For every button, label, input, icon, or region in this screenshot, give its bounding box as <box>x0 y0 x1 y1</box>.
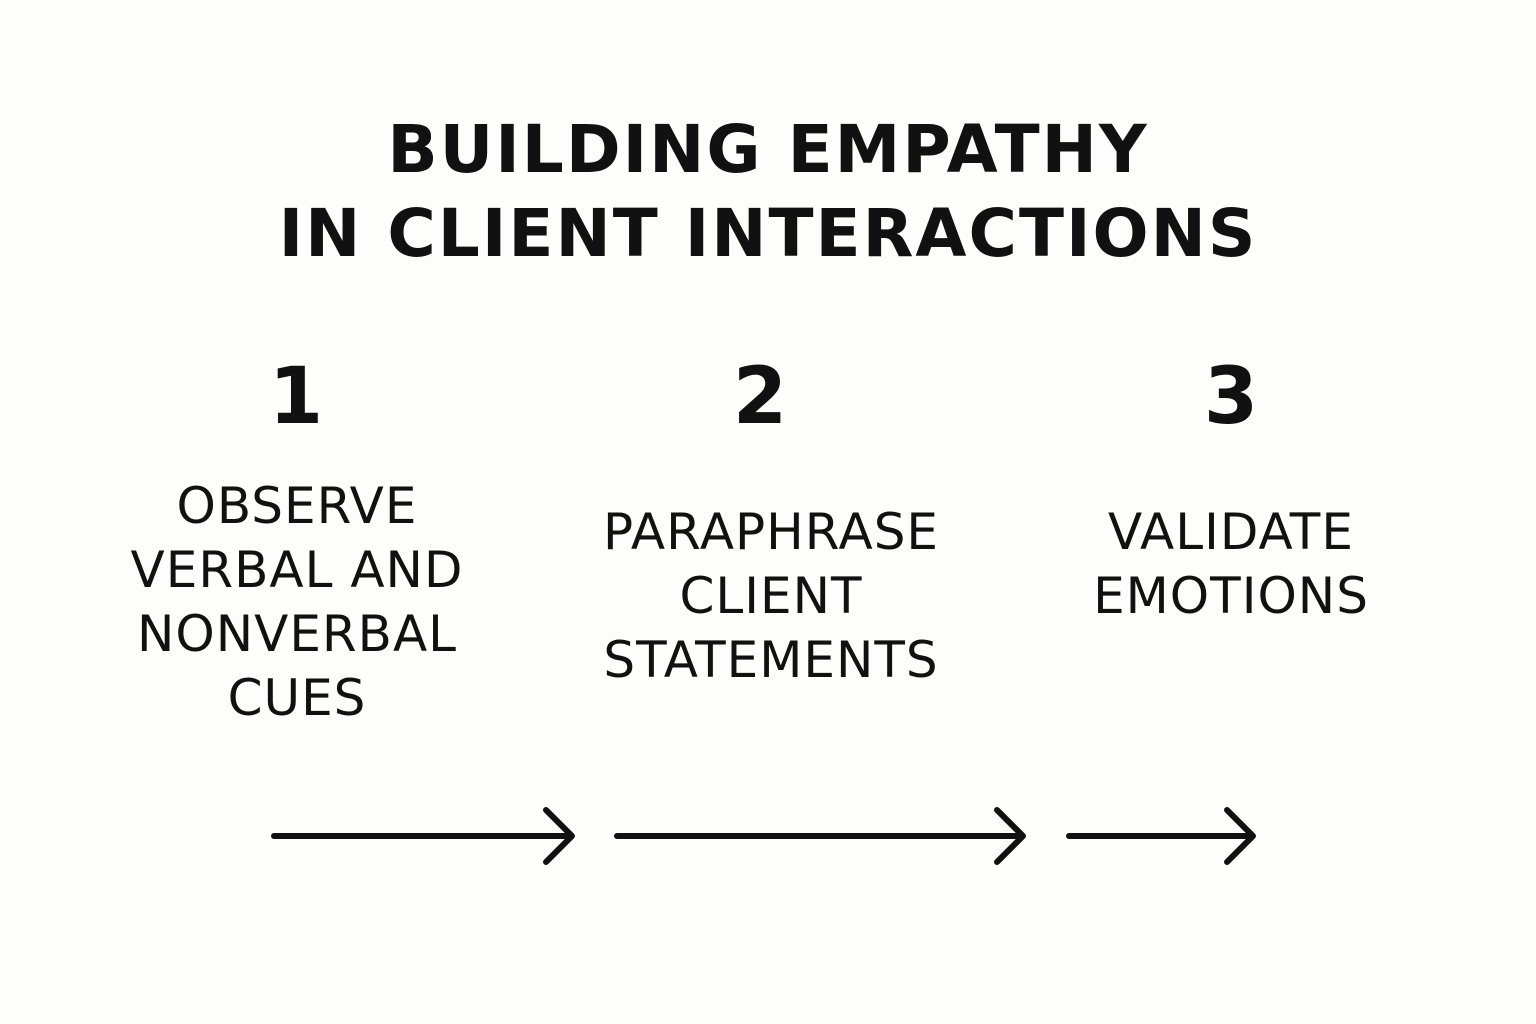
step-3-label: VALIDATE EMOTIONS <box>1021 500 1441 628</box>
step-3-label-line: VALIDATE <box>1108 503 1354 561</box>
step-1-number: 1 <box>268 352 324 442</box>
step-2-label-line: PARAPHRASE <box>602 503 940 561</box>
arrow-1 <box>271 807 575 865</box>
title-line-1: BUILDING EMPATHY <box>387 111 1149 188</box>
step-2-label-line: STATEMENTS <box>603 631 939 689</box>
step-3-label-line: EMOTIONS <box>1093 567 1369 625</box>
step-3-number: 3 <box>1203 352 1259 442</box>
title-line-2: IN CLIENT INTERACTIONS <box>278 195 1258 272</box>
arrow-2 <box>614 807 1026 865</box>
step-1-label-line: CUES <box>227 669 367 727</box>
step-2-label-line: CLIENT <box>679 567 863 625</box>
step-1-label-line: NONVERBAL <box>136 605 458 663</box>
step-1-label-line: VERBAL AND <box>130 541 464 599</box>
arrow-3 <box>1066 807 1256 865</box>
diagram-title: BUILDING EMPATHY IN CLIENT INTERACTIONS <box>0 108 1536 276</box>
step-2-label: PARAPHRASE CLIENT STATEMENTS <box>561 500 981 692</box>
step-2-number: 2 <box>732 352 788 442</box>
step-1-label: OBSERVE VERBAL AND NONVERBAL CUES <box>87 474 507 730</box>
step-1-label-line: OBSERVE <box>176 477 418 535</box>
